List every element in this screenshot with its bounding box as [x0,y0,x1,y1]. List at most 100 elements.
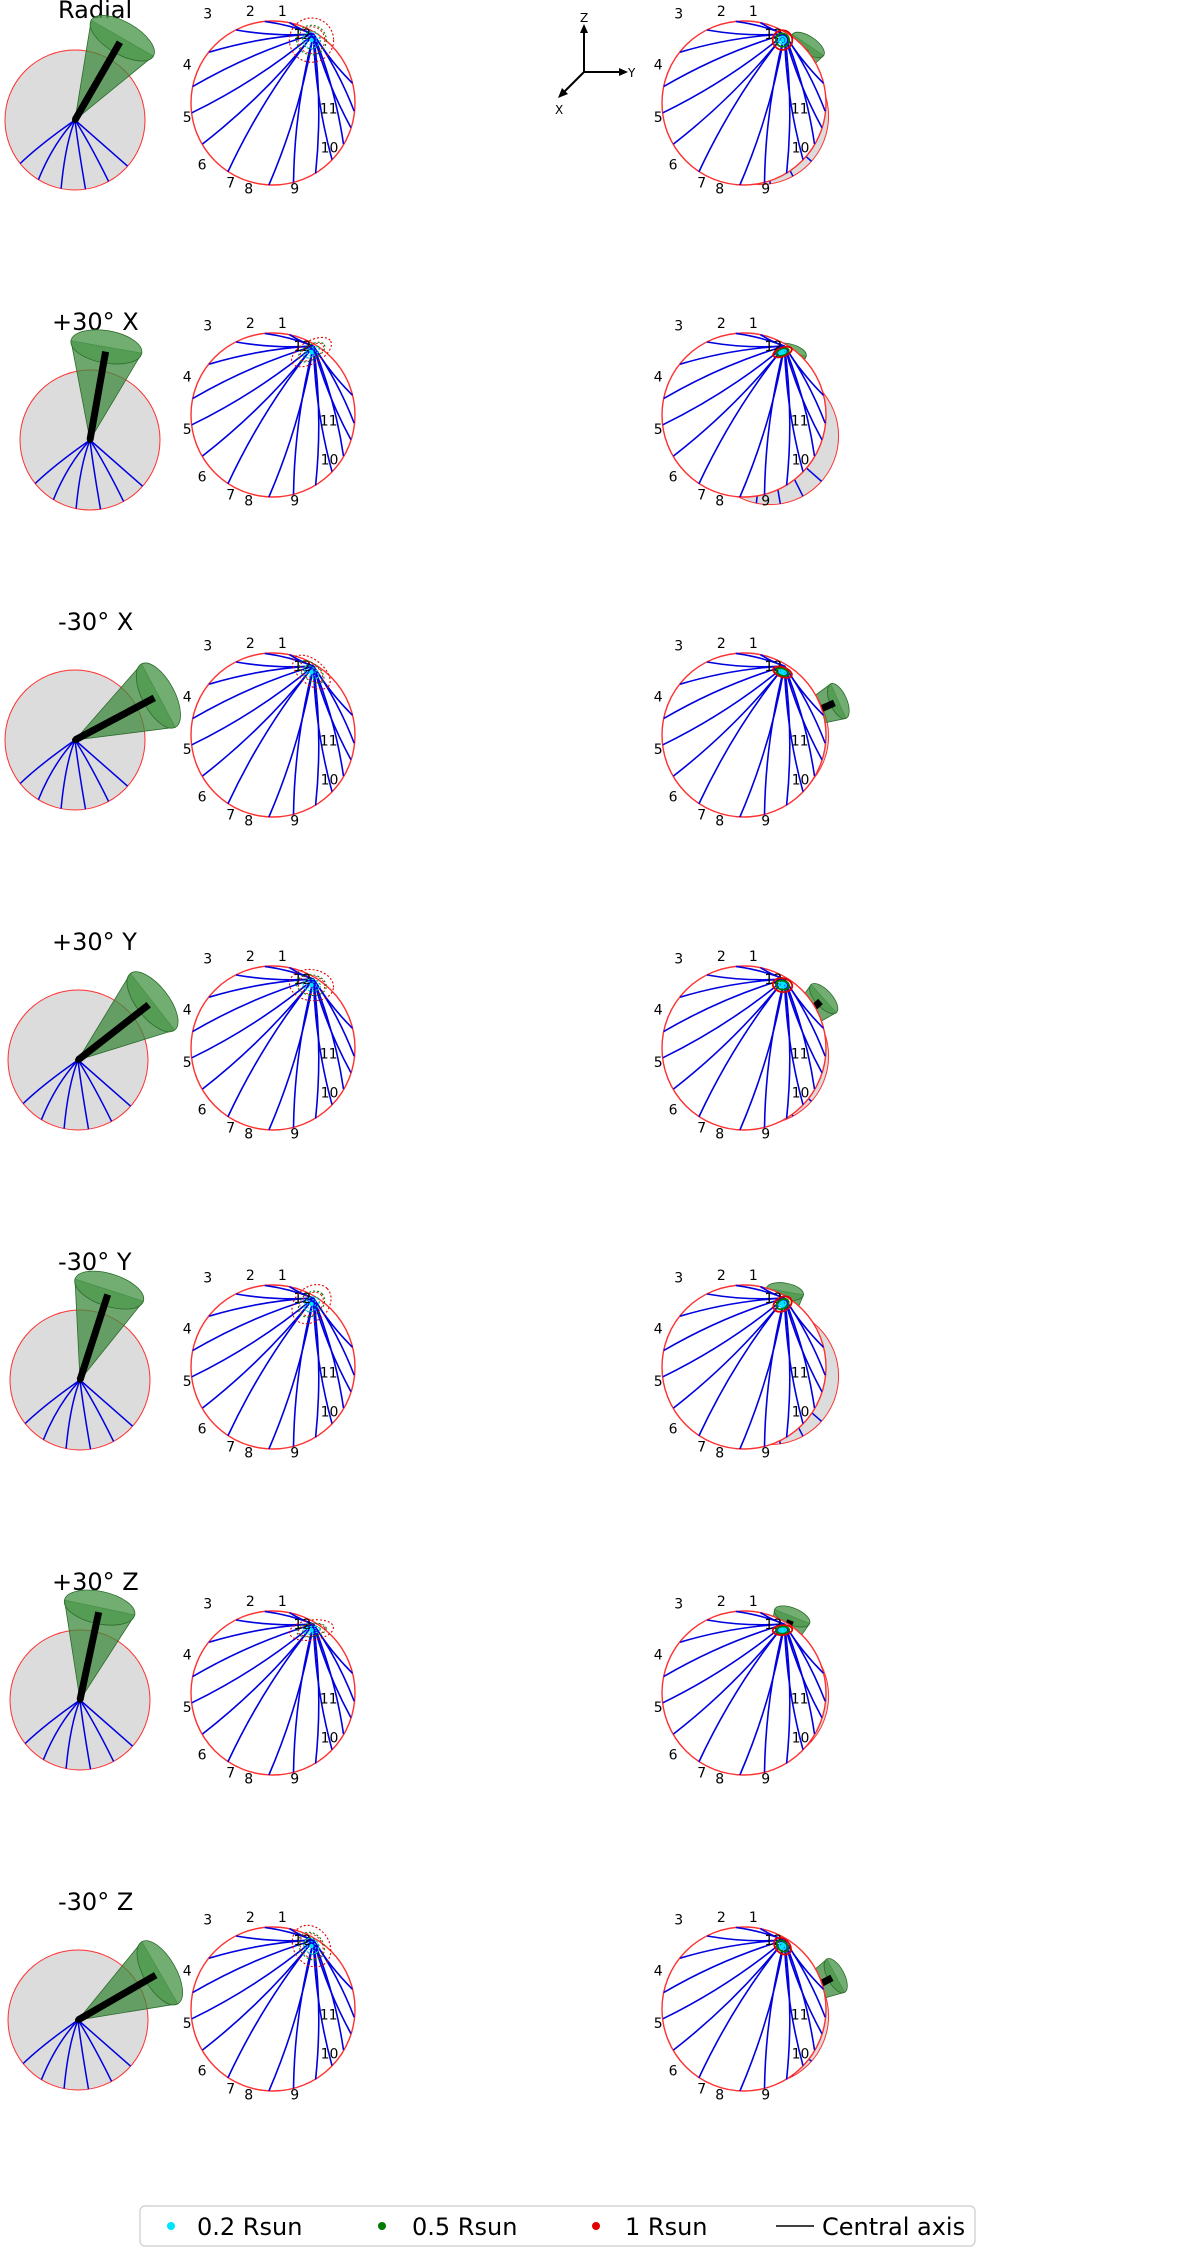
sector-label-3: 3 [674,1271,683,1287]
meridian-line [227,978,315,1118]
axes-triad: Z Y X [555,11,636,117]
sector-label-10: 10 [792,1730,810,1746]
map-sphere-rim [190,1284,356,1450]
sphere-meridian [77,2019,113,2082]
sphere-meridian [37,119,76,180]
footpoint-dot [75,2017,81,2023]
meridian-line [268,665,315,818]
sector-label-2: 2 [246,4,255,20]
meridian-line [783,1939,791,2080]
sector-label-6: 6 [669,470,678,486]
central-axis [75,1001,151,1063]
meridian-line [739,978,786,1131]
sector-label-8: 8 [244,1445,253,1461]
meridian-line [312,978,354,1029]
sector-label-10: 10 [321,1730,339,1746]
sector-label-8: 8 [244,1126,253,1142]
sphere-meridian [75,439,91,509]
map-sphere-rim [190,965,356,1131]
sector-label-2: 2 [246,1268,255,1284]
sector-label-4: 4 [654,1322,663,1338]
sector-label-2: 2 [717,4,726,20]
sector-label-1: 1 [749,636,758,652]
meridian-line [268,978,315,1131]
sector-label-3: 3 [203,1597,212,1613]
sector-label-10: 10 [321,452,339,468]
sector-label-11: 11 [791,2008,809,2024]
meridian-line [191,1297,315,1378]
meridian-line [312,1297,354,1348]
meridian-line [312,1297,320,1438]
footpoint-marker [309,37,314,43]
map-sphere-rim [661,965,827,1131]
sector-label-3: 3 [203,7,212,23]
sector-label-8: 8 [715,493,724,509]
sphere-meridian [65,1379,81,1449]
footpoint-dot [72,117,78,123]
sphere-meridian [89,439,144,487]
sector-label-8: 8 [244,181,253,197]
sector-label-1: 1 [278,636,287,652]
sector-label-9: 9 [761,493,770,509]
sector-label-5: 5 [183,1700,192,1716]
map-sphere-rim [190,20,356,186]
sector-label-6: 6 [669,790,678,806]
projection-ellipse [773,1936,792,1956]
projection-ellipse [775,1625,790,1635]
projection-ellipse [775,667,790,677]
sector-label-6: 6 [669,1103,678,1119]
legend-label-3: Central axis [822,2213,965,2241]
projection-ellipse [778,1300,787,1308]
projection-ellipse [772,665,793,679]
meridian-line [783,665,791,806]
sector-label-2: 2 [717,1268,726,1284]
sector-label-8: 8 [715,1445,724,1461]
meridian-line [698,665,786,805]
sector-label-4: 4 [183,690,192,706]
sphere-meridian [79,1379,115,1442]
sector-label-7: 7 [697,488,706,504]
projection-ellipse-inner [299,1933,324,1960]
sphere-meridian [52,439,91,500]
sector-label-10: 10 [321,1085,339,1101]
meridian-line [227,345,315,485]
projection-ellipse [302,1625,321,1635]
meridian-line [312,345,320,486]
meridian-line [739,345,786,498]
sphere-meridian [79,1699,92,1770]
sector-label-9: 9 [761,1126,770,1142]
meridian-line [292,345,315,495]
meridian-line [312,1623,352,1718]
sector-label-7: 7 [226,1440,235,1456]
sector-label-12: 12 [294,339,312,355]
projection-ellipse [297,341,326,363]
projection-ellipse-inner [302,30,321,50]
meridian-line [312,346,333,472]
sector-label-8: 8 [244,1771,253,1787]
sector-label-3: 3 [203,952,212,968]
projection-ellipse [775,32,791,48]
map-sphere-rim [190,332,356,498]
meridian-line [706,341,785,348]
meridian-line [312,979,333,1105]
meridian-line [192,1623,314,1678]
sector-label-7: 7 [697,2082,706,2098]
sector-label-5: 5 [654,1700,663,1716]
projection-ellipse-inner [306,667,317,677]
footpoint-marker [780,349,785,355]
sector-label-6: 6 [198,158,207,174]
sector-label-11: 11 [791,734,809,750]
sector-label-11: 11 [791,1047,809,1063]
footpoint-marker [780,669,785,675]
map-sphere-rim [661,1926,827,2092]
projection-ellipse-inner [306,1299,317,1309]
meridian-line [191,665,315,746]
projection-ellipse [775,347,790,357]
sphere-meridian [65,1699,81,1769]
meridian-line [292,665,315,815]
projection-ellipse [291,1284,332,1325]
meridian-line [312,1624,333,1750]
meridian-line [288,1927,314,1941]
meridian-line [783,1297,825,1348]
